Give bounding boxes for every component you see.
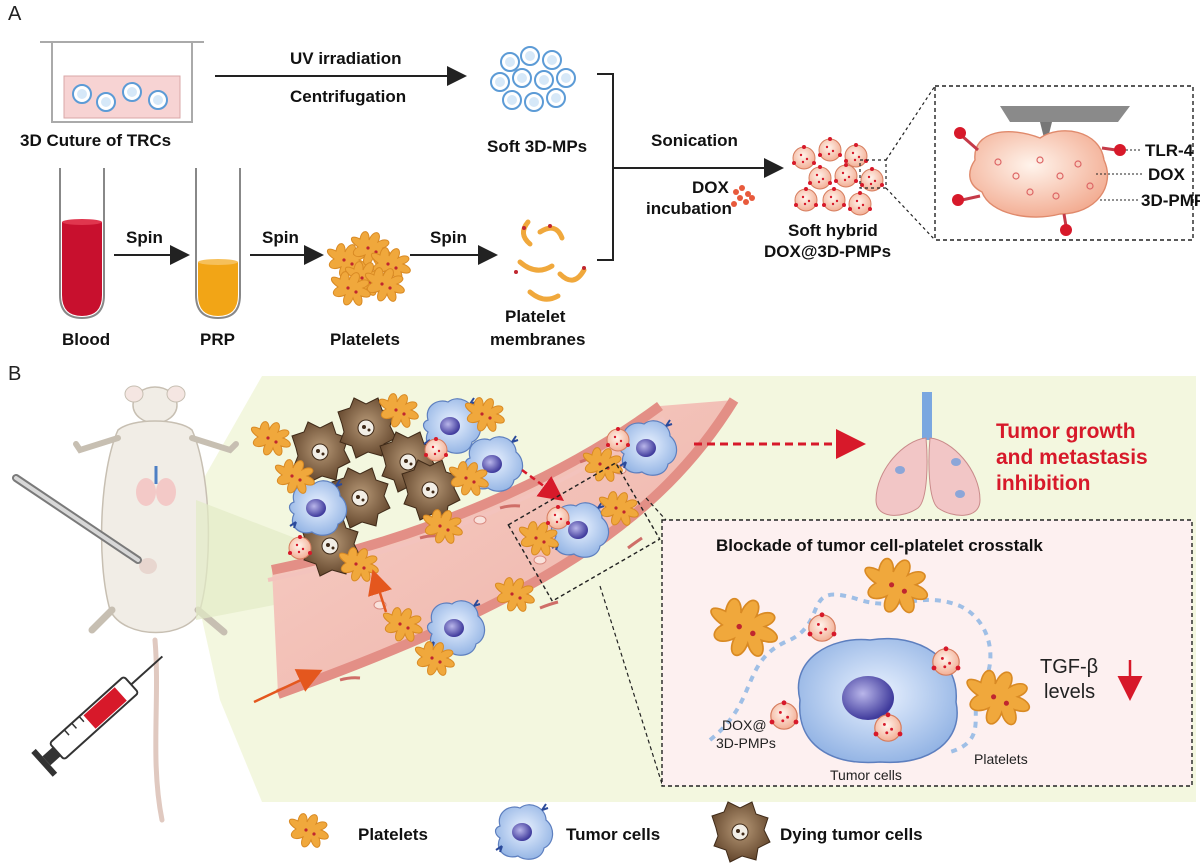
hybrid-pmps-icon — [791, 136, 885, 216]
outcome-line-3: inhibition — [996, 472, 1090, 495]
membranes-label-1: Platelet — [505, 307, 566, 326]
extravasation-arrow — [368, 569, 392, 613]
soft-3d-mps-icon — [490, 46, 576, 112]
inset-pmps-label: 3D-PMPs — [1141, 191, 1200, 210]
hybrid-label-1: Soft hybrid — [788, 221, 878, 240]
spin-label-3: Spin — [430, 228, 467, 247]
blood-tube-icon — [59, 168, 105, 320]
tumor-cells-inner-label: Tumor cells — [830, 767, 902, 783]
prp-tube-icon — [195, 168, 241, 320]
membranes-label-2: membranes — [490, 330, 585, 349]
crosstalk-title: Blockade of tumor cell-platelet crosstal… — [716, 536, 1043, 555]
targeting-arrow — [521, 468, 565, 501]
tgf-label-1: TGF-β — [1040, 656, 1098, 678]
syringe-icon — [31, 655, 164, 777]
doxpmps-label-1: DOX@ — [722, 717, 767, 733]
outcome-line-2: and metastasis — [996, 446, 1148, 469]
pmp-inset — [934, 85, 1194, 241]
forceps-icon — [12, 474, 142, 564]
dox-icon — [731, 185, 755, 207]
doxpmps-label-2: 3D-PMPs — [716, 735, 776, 751]
hybrid-label-2: DOX@3D-PMPs — [764, 242, 891, 261]
spin-label-2: Spin — [262, 228, 299, 247]
legend-tumor-icon — [494, 803, 554, 861]
prp-label: PRP — [200, 330, 235, 349]
panel-a-letter: A — [8, 3, 22, 25]
spin-label-1: Spin — [126, 228, 163, 247]
crosstalk-scene — [708, 557, 1143, 764]
legend-platelet-icon — [288, 813, 329, 848]
platelet-membranes-icon — [514, 219, 587, 302]
vessel-zoom-box — [507, 461, 661, 603]
zoom-source-box — [859, 159, 887, 189]
centrifugation-label: Centrifugation — [290, 87, 406, 106]
inset-dox-label: DOX — [1148, 165, 1186, 184]
merge-bracket — [597, 73, 614, 261]
platelets-cluster-icon — [326, 231, 411, 306]
legend-dying-icon — [711, 801, 771, 863]
soft-3d-mps-label: Soft 3D-MPs — [487, 137, 587, 156]
culture-label: 3D Cuture of TRCs — [20, 131, 171, 150]
platelets-label-a: Platelets — [330, 330, 400, 349]
inset-tlr4-label: TLR-4 — [1145, 141, 1194, 160]
blood-label: Blood — [62, 330, 110, 349]
lungs-icon — [875, 392, 981, 516]
platelets-inner-label: Platelets — [974, 751, 1028, 767]
panel-b-letter: B — [8, 363, 21, 385]
sonication-label: Sonication — [651, 131, 738, 150]
legend-dying-label: Dying tumor cells — [780, 825, 923, 844]
dox-label-1: DOX — [692, 178, 730, 197]
legend-platelets-label: Platelets — [358, 825, 428, 844]
culture-dish-icon — [40, 41, 204, 123]
legend-tumor-cells-label: Tumor cells — [566, 825, 660, 844]
outcome-line-1: Tumor growth — [996, 420, 1136, 443]
uv-label: UV irradiation — [290, 49, 401, 68]
tgf-label-2: levels — [1044, 681, 1095, 703]
dox-label-2: incubation — [646, 199, 732, 218]
injection-arrow — [253, 669, 323, 704]
